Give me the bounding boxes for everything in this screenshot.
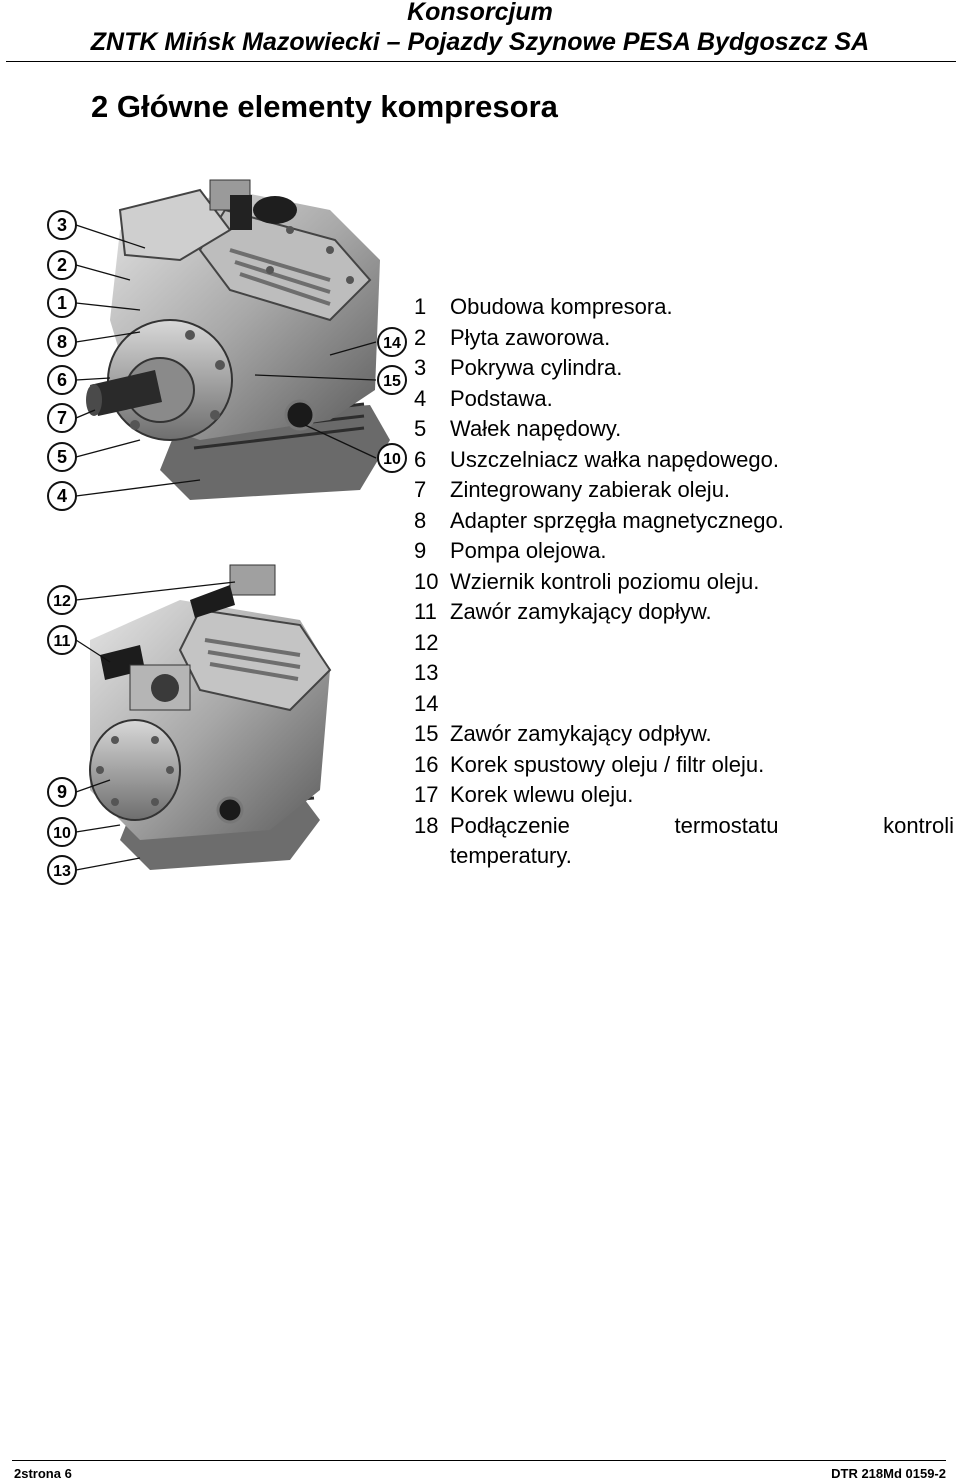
list-item: 8 Adapter sprzęgła magnetycznego.: [414, 506, 954, 537]
list-item: 12: [414, 628, 954, 659]
part-number: 16: [414, 751, 439, 777]
callout-15: [377, 365, 407, 395]
callout-4-label: 4: [57, 486, 67, 506]
part-number: 15: [414, 721, 439, 746]
callout-10-top-label: 10: [383, 451, 401, 468]
callout-6-label: 6: [57, 370, 67, 390]
callout-10-bottom-label: 10: [53, 825, 71, 842]
callout-10-top: [377, 443, 407, 473]
list-item: 11 Zawór zamykający dopływ.: [414, 597, 954, 628]
page-header: Konsorcjum ZNTK Mińsk Mazowiecki – Pojaz…: [0, 0, 960, 62]
page-number: 2strona 6: [14, 1466, 72, 1481]
list-item: 13: [414, 658, 954, 689]
list-item: 6 Uszczelniacz wałka napędowego.: [414, 445, 954, 476]
callout-9-label: 9: [57, 782, 67, 802]
part-description: Zawór zamykający dopływ.: [450, 599, 712, 624]
part-description: Wziernik kontroli poziomu oleju.: [450, 568, 760, 594]
page-footer: 2strona 6 DTR 218Md 0159-2: [12, 1460, 946, 1482]
part-number: 18: [414, 812, 439, 838]
part-description: Obudowa kompresora.: [450, 294, 673, 319]
part-description: Adapter sprzęgła magnetycznego.: [450, 507, 784, 533]
callout-3: [47, 210, 77, 240]
compressor-photos: 3 2 1 8 6 7 5 4 14 15 10: [30, 170, 460, 910]
list-item: 14: [414, 689, 954, 720]
callout-12-label: 12: [53, 593, 71, 610]
callout-1: [47, 288, 77, 318]
part-description: Pompa olejowa.: [450, 538, 607, 563]
list-item: 15 Zawór zamykający odpływ.: [414, 719, 954, 750]
callout-4: [47, 481, 77, 511]
callout-1-label: 1: [57, 293, 67, 313]
document-code: DTR 218Md 0159-2: [831, 1466, 946, 1481]
part-description: Pokrywa cylindra.: [450, 355, 623, 380]
list-item: 10 Wziernik kontroli poziomu oleju.: [414, 567, 954, 598]
header-rule: [6, 61, 956, 62]
list-item: 9 Pompa olejowa.: [414, 536, 954, 567]
list-item: 1 Obudowa kompresora.: [414, 292, 954, 323]
part-description: temperatury.: [450, 843, 572, 868]
list-item: 17 Korek wlewu oleju.: [414, 780, 954, 811]
list-item: 4 Podstawa.: [414, 384, 954, 415]
callout-5-label: 5: [57, 447, 67, 467]
header-companies: ZNTK Mińsk Mazowiecki – Pojazdy Szynowe …: [90, 28, 870, 56]
part-description: Korek spustowy oleju / filtr oleju.: [450, 751, 765, 777]
part-number: 1: [414, 294, 427, 319]
callout-11: [47, 625, 77, 655]
part-description: Uszczelniacz wałka napędowego.: [450, 446, 779, 472]
part-number: 14: [414, 690, 439, 716]
list-item: 3 Pokrywa cylindra.: [414, 353, 954, 384]
part-number: 17: [414, 782, 439, 807]
top-compressor-photo: 3 2 1 8 6 7 5 4 14 15 10: [47, 179, 407, 511]
part-description: Zintegrowany zabierak oleju.: [450, 477, 731, 502]
part-description: Płyta zaworowa.: [450, 324, 611, 350]
callout-8: [47, 327, 77, 357]
callout-7: [47, 403, 77, 433]
callout-8-label: 8: [57, 332, 67, 352]
list-item: 7 Zintegrowany zabierak oleju.: [414, 475, 954, 506]
part-number: 3: [414, 355, 427, 380]
part-description: Zawór zamykający odpływ.: [450, 721, 712, 746]
callout-5: [47, 442, 77, 472]
list-item: 2 Płyta zaworowa.: [414, 323, 954, 354]
part-number: 9: [414, 538, 427, 563]
part-number: 13: [414, 660, 439, 685]
part-number: 7: [414, 477, 427, 502]
part-description: Podstawa.: [450, 385, 553, 411]
part-number: 8: [414, 507, 427, 533]
part-description: Korek wlewu oleju.: [450, 782, 634, 807]
header-consortium: Konsorcjum: [407, 0, 553, 26]
list-item: temperatury.: [414, 841, 954, 872]
callout-6: [47, 365, 77, 395]
part-number: 5: [414, 416, 427, 441]
part-number: 12: [414, 629, 439, 655]
footer-rule: [12, 1460, 946, 1461]
callout-2: [47, 250, 77, 280]
list-item: 16 Korek spustowy oleju / filtr oleju.: [414, 750, 954, 781]
part-number: 11: [414, 599, 437, 624]
callout-14-label: 14: [383, 335, 401, 352]
callout-14: [377, 327, 407, 357]
callout-7-label: 7: [57, 408, 67, 428]
compressor-illustration: 3 2 1 8 6 7 5 4 14 15 10: [47, 179, 407, 885]
bottom-compressor-photo: 12 11 9 10 13: [47, 564, 332, 885]
callout-11-label: 11: [54, 633, 71, 650]
part-number: 2: [414, 324, 427, 350]
part-number: 4: [414, 385, 427, 411]
part-number: 6: [414, 446, 427, 472]
part-description: Wałek napędowy.: [450, 416, 622, 441]
callout-12: [47, 585, 77, 615]
list-item: 5 Wałek napędowy.: [414, 414, 954, 445]
callout-15-label: 15: [383, 373, 401, 390]
part-number: 10: [414, 568, 439, 594]
callout-3-label: 3: [57, 215, 67, 235]
section-title: 2 Główne elementy kompresora: [91, 89, 558, 124]
part-description: Podłączenie termostatu kontroli: [450, 812, 954, 838]
callout-2-label: 2: [57, 255, 67, 275]
callout-13-label: 13: [53, 863, 71, 880]
callout-9: [47, 777, 77, 807]
list-item: 18 Podłączenie termostatu kontroli: [414, 811, 954, 842]
callout-13: [47, 855, 77, 885]
callout-10-bottom: [47, 817, 77, 847]
